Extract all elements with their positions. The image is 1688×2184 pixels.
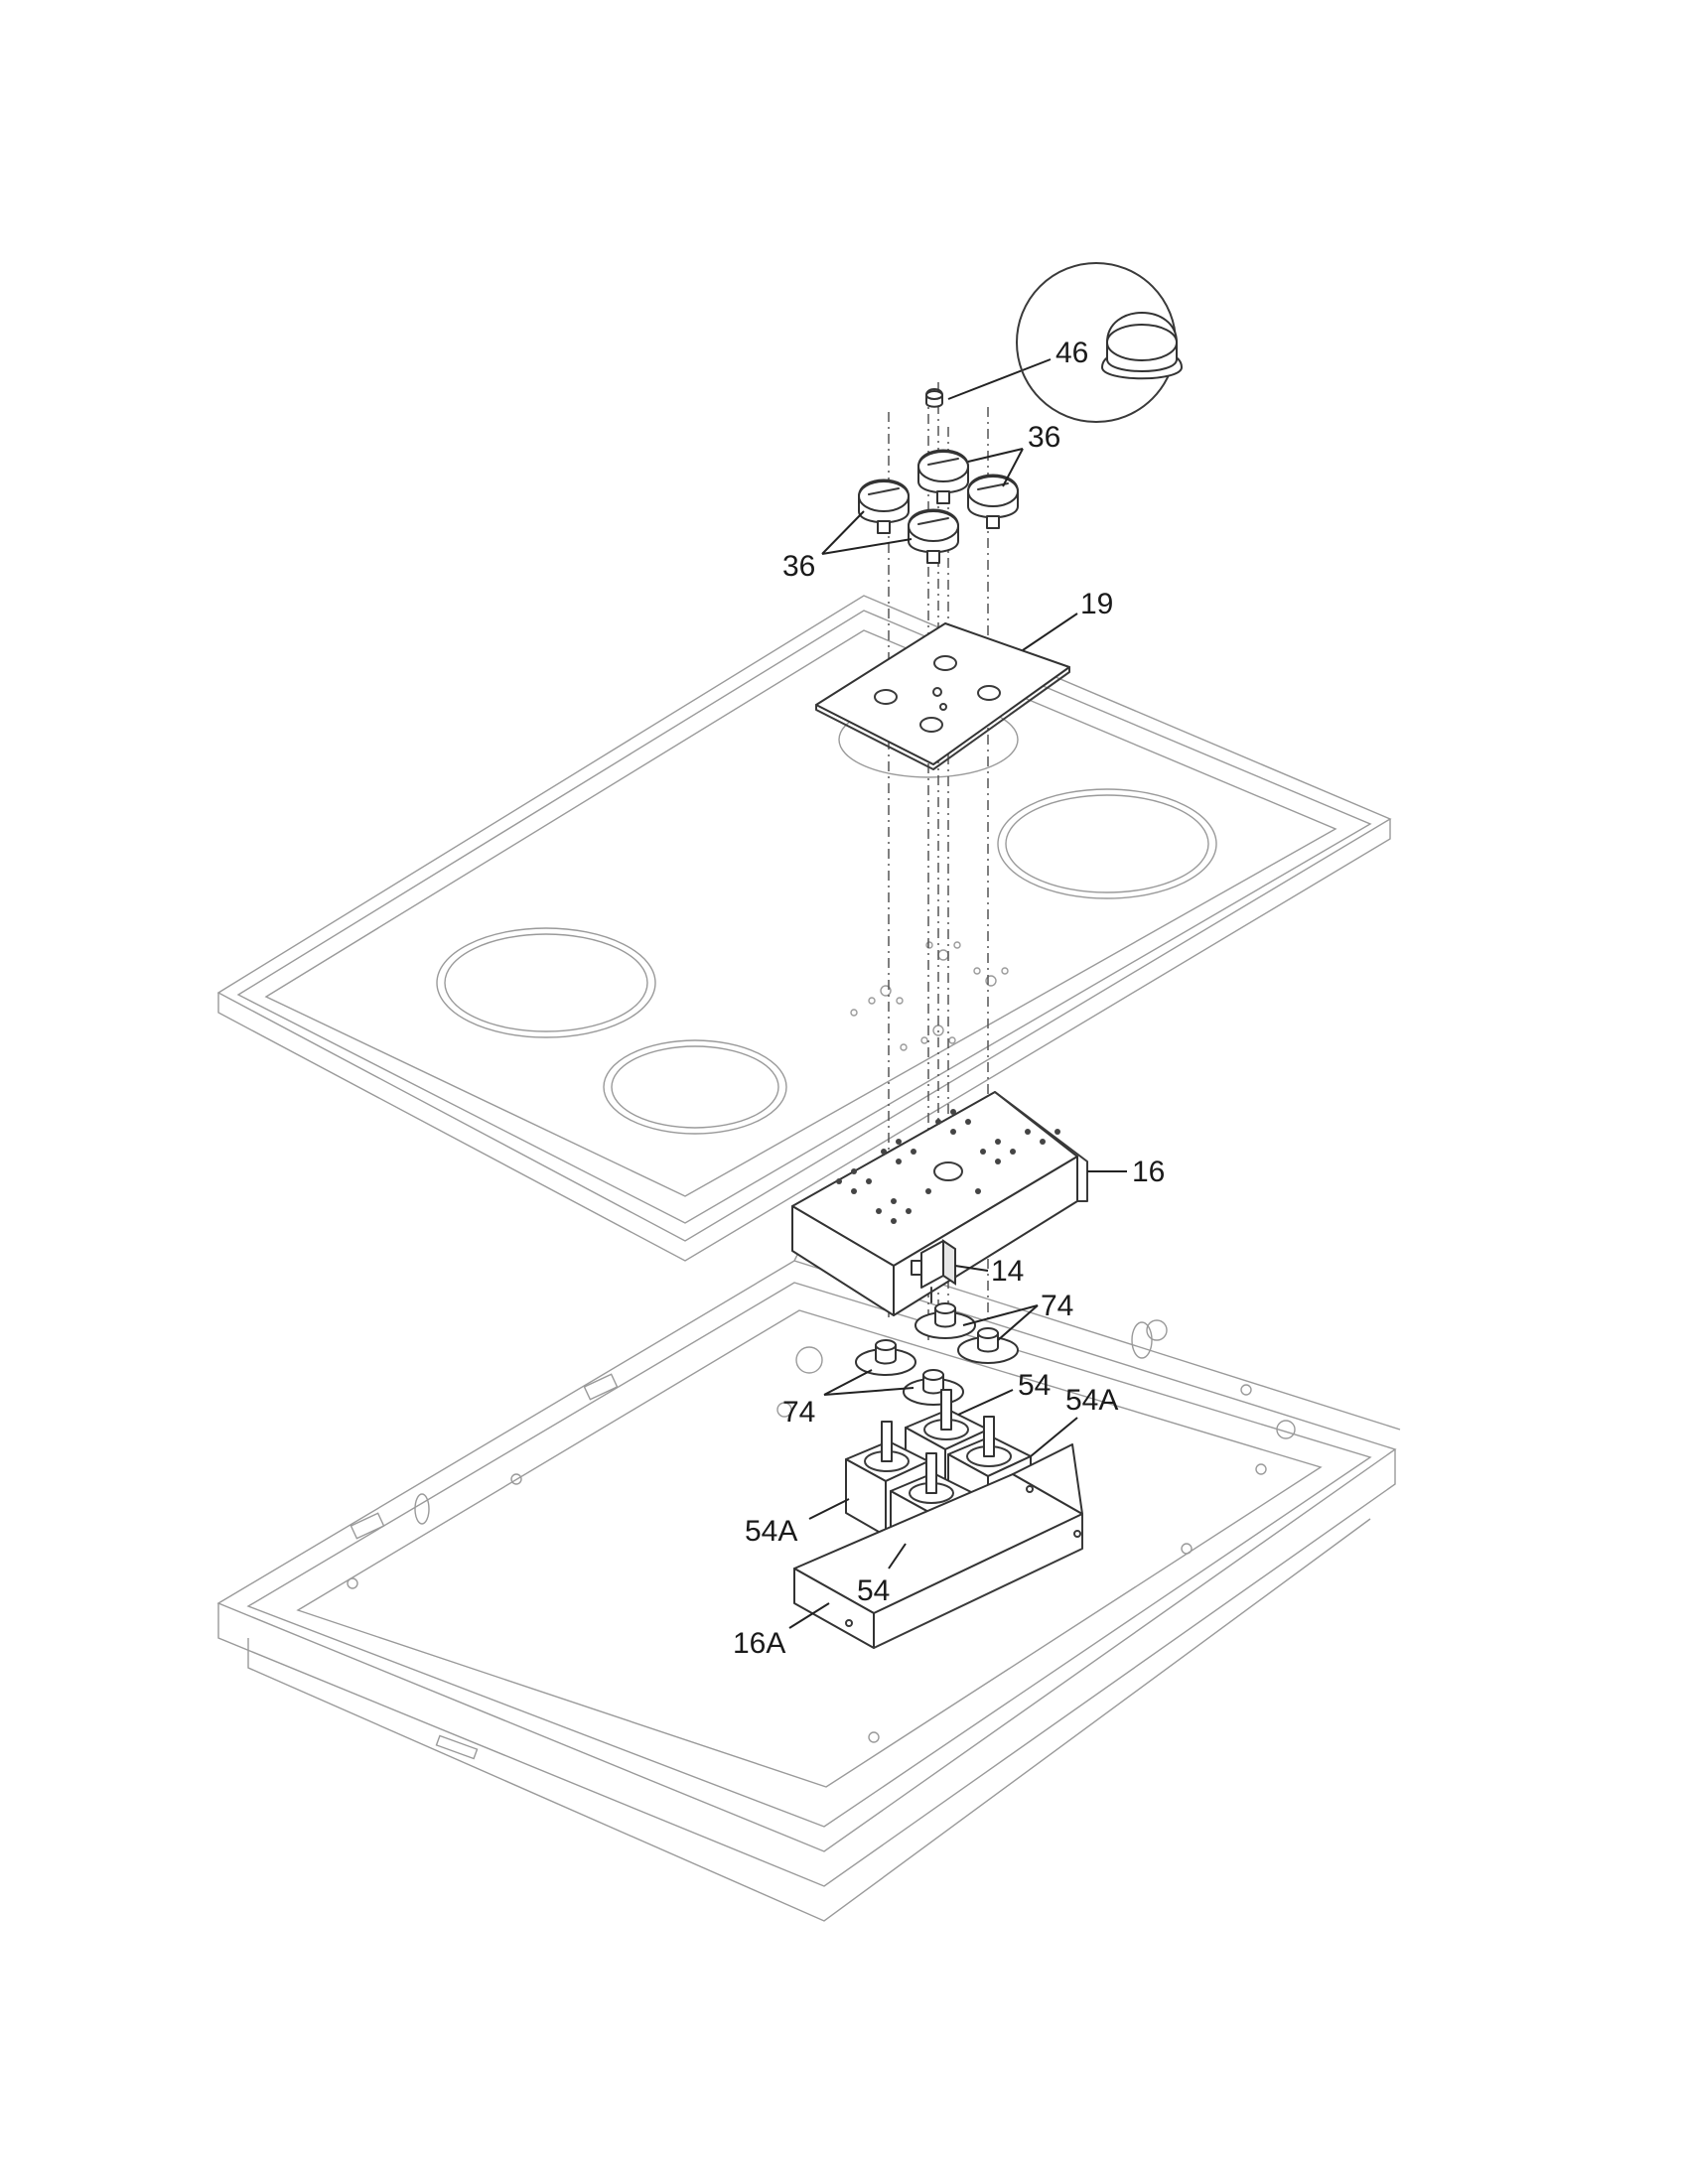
callout-54A-left: 54A bbox=[745, 1515, 797, 1548]
leader-lines bbox=[788, 448, 1127, 1629]
glass-hole-pattern bbox=[850, 941, 1009, 1051]
callout-46: 46 bbox=[1055, 337, 1088, 369]
spacer-74-left bbox=[855, 1339, 916, 1376]
callout-14: 14 bbox=[991, 1255, 1024, 1288]
callout-16A: 16A bbox=[733, 1627, 785, 1660]
callout-36-lower: 36 bbox=[782, 550, 815, 583]
cap-46 bbox=[925, 388, 943, 408]
callout-54-upper: 54 bbox=[1018, 1369, 1051, 1402]
callout-54A-right: 54A bbox=[1065, 1384, 1118, 1417]
callout-19: 19 bbox=[1080, 588, 1113, 620]
cooktop-glass bbox=[216, 595, 1392, 1262]
spacer-74-right bbox=[957, 1327, 1019, 1364]
callout-74-lower: 74 bbox=[782, 1396, 815, 1429]
callout-labels: 46 36 36 19 16 14 74 74 54 54A 54A 54 16… bbox=[733, 337, 1165, 1660]
callout-36-upper: 36 bbox=[1028, 421, 1060, 454]
control-box-16 bbox=[791, 1091, 1088, 1316]
knob-36-back bbox=[917, 449, 969, 504]
knob-36-front bbox=[908, 508, 959, 564]
knob-36-right bbox=[967, 474, 1019, 529]
knob-36-left bbox=[858, 478, 910, 534]
bracket-16A bbox=[793, 1443, 1083, 1649]
switch-14 bbox=[911, 1239, 956, 1303]
spacer-74-back bbox=[914, 1302, 976, 1339]
control-box-hole-pattern bbox=[836, 1109, 1060, 1224]
detail-circle-46 bbox=[1016, 262, 1183, 423]
control-plate-19 bbox=[815, 622, 1070, 770]
callout-16: 16 bbox=[1132, 1156, 1165, 1188]
callout-74-upper: 74 bbox=[1041, 1290, 1073, 1322]
callout-54-lower: 54 bbox=[857, 1574, 890, 1607]
